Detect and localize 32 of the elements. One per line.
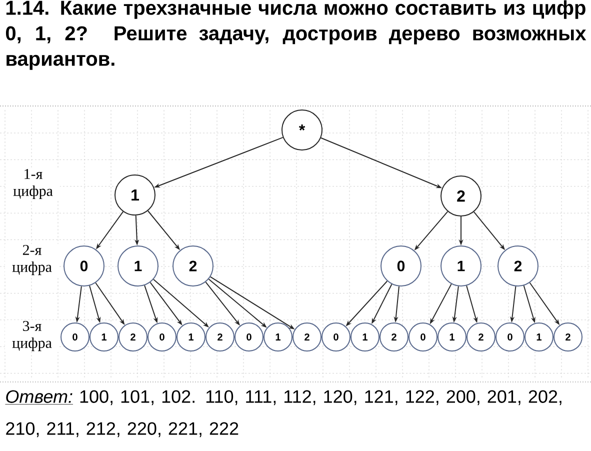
circle-node: 1 <box>176 322 206 352</box>
circle-node: 1 <box>438 322 466 352</box>
circle-node: 1 <box>350 322 380 352</box>
circle-node: 2 <box>206 322 234 352</box>
node-label: 2 <box>566 334 570 340</box>
title-text: 1.14. Какие трехзначные числа можно составить из цифр 0, 1, 2? Решите задачу, достроив дерево возможных вариантов. <box>6 0 586 70</box>
circle-node: 1 <box>90 322 118 352</box>
circle-node: 1 <box>524 322 554 352</box>
circle-node: 0 <box>234 322 264 352</box>
circle-node: 0 <box>148 322 176 352</box>
circle-node: 2 <box>440 176 482 216</box>
circle-node: 2 <box>292 322 322 352</box>
circle-node: 1 <box>118 246 158 286</box>
circle-node: 0 <box>380 246 422 286</box>
circle-node: 2 <box>380 322 408 352</box>
circle-node: 2 <box>172 246 214 286</box>
circle-node: 2 <box>498 246 538 286</box>
circle-node: * <box>282 110 322 150</box>
circle-node: 2 <box>118 322 148 352</box>
level-label: 2-я цифра <box>5 244 59 276</box>
circle-node: 0 <box>496 322 524 352</box>
level-label: 1-я цифра <box>6 168 60 200</box>
answer-text: Ответ: 100, 101, 102. 110, 111, 112, 120, 121, 122, 200, 201, 202, 210, 211, 212, 220, 221, 222 <box>5 390 562 438</box>
circle-node: 1 <box>440 246 482 286</box>
circle-node: 1 <box>114 174 156 216</box>
circle-node: 0 <box>60 322 90 352</box>
circle-node: 0 <box>408 322 438 352</box>
circle-node: 0 <box>64 246 104 286</box>
circle-node: 2 <box>554 322 582 352</box>
circle-node: 0 <box>322 322 350 352</box>
circle-node: 1 <box>264 322 292 352</box>
circle-node: 2 <box>466 322 496 352</box>
